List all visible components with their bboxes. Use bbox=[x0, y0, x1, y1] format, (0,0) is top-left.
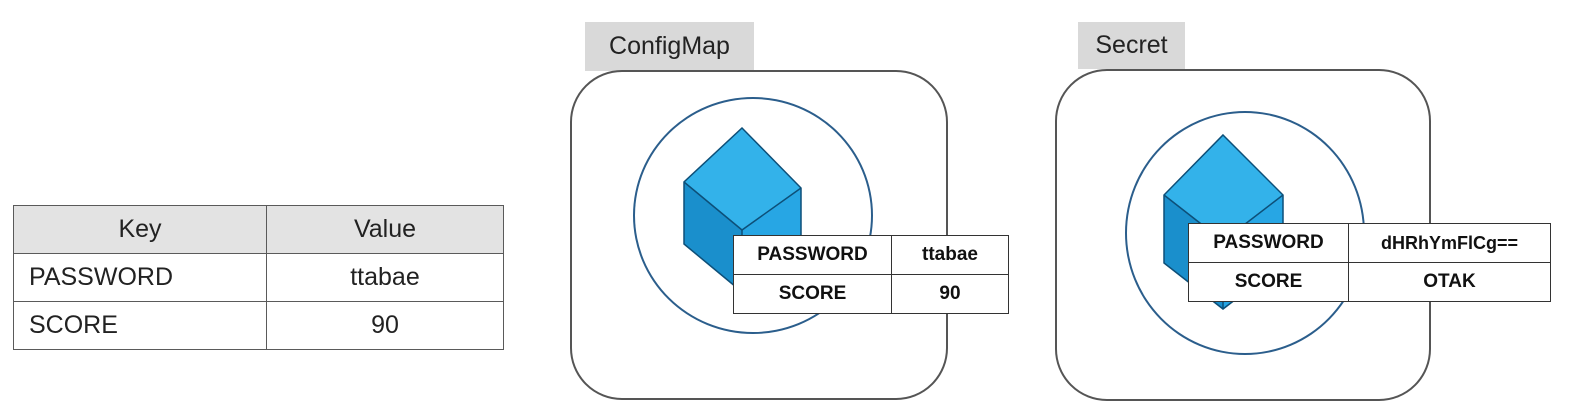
cube-top-face bbox=[1164, 135, 1283, 241]
key-cell: SCORE bbox=[13, 301, 267, 350]
value-cell: dHRhYmFlCg== bbox=[1348, 223, 1551, 263]
value-cell: OTAK bbox=[1348, 262, 1551, 302]
secret-data-table: PASSWORD dHRhYmFlCg== SCORE OTAK bbox=[1188, 223, 1551, 302]
key-cell: PASSWORD bbox=[13, 253, 267, 302]
value-cell: 90 bbox=[266, 301, 504, 350]
secret-label: Secret bbox=[1078, 22, 1185, 69]
table-row: SCORE 90 bbox=[733, 274, 1009, 314]
table-row: PASSWORD ttabae bbox=[13, 253, 504, 302]
key-value-table: Key Value PASSWORD ttabae SCORE 90 bbox=[13, 205, 504, 350]
configmap-orbit-circle bbox=[633, 97, 873, 334]
value-cell: ttabae bbox=[266, 253, 504, 302]
key-column-header: Key bbox=[13, 205, 267, 254]
value-column-header: Value bbox=[266, 205, 504, 254]
cube-top-face bbox=[684, 128, 801, 230]
cube-left-face bbox=[684, 182, 742, 292]
value-cell: 90 bbox=[891, 274, 1009, 314]
table-row: PASSWORD ttabae bbox=[733, 235, 1009, 275]
key-cell: PASSWORD bbox=[1188, 223, 1349, 263]
value-cell: ttabae bbox=[891, 235, 1009, 275]
key-cell: PASSWORD bbox=[733, 235, 892, 275]
table-row: SCORE OTAK bbox=[1188, 262, 1551, 302]
table-header-row: Key Value bbox=[13, 205, 504, 254]
key-cell: SCORE bbox=[1188, 262, 1349, 302]
key-cell: SCORE bbox=[733, 274, 892, 314]
table-row: SCORE 90 bbox=[13, 301, 504, 350]
table-row: PASSWORD dHRhYmFlCg== bbox=[1188, 223, 1551, 263]
configmap-label: ConfigMap bbox=[585, 22, 754, 71]
configmap-data-table: PASSWORD ttabae SCORE 90 bbox=[733, 235, 1009, 314]
